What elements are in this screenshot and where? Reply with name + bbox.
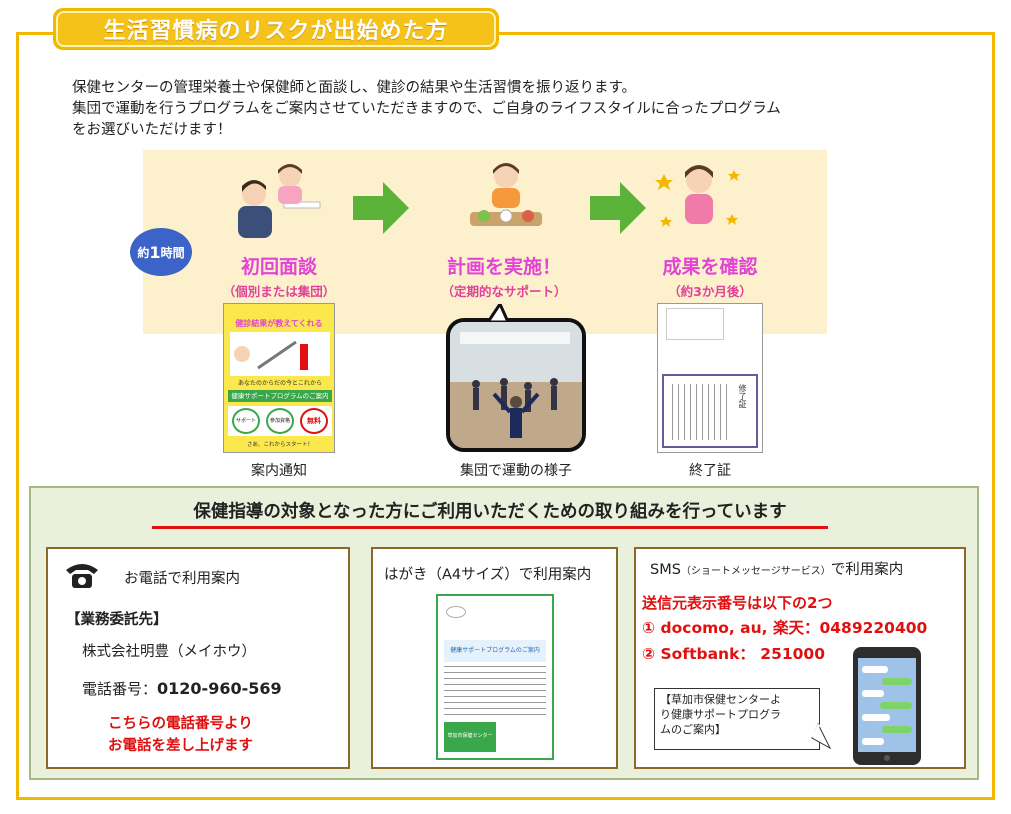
phone-number-label: 電話番号： (82, 680, 158, 698)
contractor-label: 【業務委託先】 (66, 612, 168, 628)
step-initial-interview: 初回面談 （個別または集団） (222, 256, 336, 299)
certificate-envelope-window (666, 308, 724, 340)
flow-arrow-icon (353, 182, 409, 234)
phone-note-1: こちらの電話番号より (108, 716, 253, 732)
section-frame (16, 32, 995, 800)
sms-title-main: SMS (650, 562, 681, 578)
postcard-stamp (446, 606, 466, 618)
notice-pill-row: サポート 参加資格 無料 (228, 406, 332, 436)
postcard-thumbnail: 健康サポートプログラムのご案内 草加市保健センター (436, 594, 554, 760)
phone-title: お電話で利用案内 (124, 571, 240, 587)
consultation-illustration (238, 164, 321, 238)
intro-text: 保健センターの管理栄養士や保健師と面談し、健診の結果や生活習慣を振り返ります。 … (72, 78, 932, 141)
caption-notice: 案内通知 (251, 463, 307, 479)
phone-number-row: 電話番号：0120-960-569 (82, 678, 282, 699)
sms-message-bubble: 【草加市保健センターよ り健康サポートプログラ ムのご案内】 (654, 688, 820, 750)
caption-exercise: 集団で運動の様子 (460, 463, 572, 479)
sms-title-small: （ショートメッセージサービス） (680, 566, 831, 577)
certificate-body-text (672, 384, 732, 440)
step-execute-plan: 計画を実施！ （定期的なサポート） (441, 256, 567, 299)
postcard-heading: 健康サポートプログラムのご案内 (444, 640, 546, 662)
speech-tail-icon (486, 304, 510, 322)
postcard-footer: 草加市保健センター (444, 722, 496, 752)
section-title: 生活習慣病のリスクが出始めた方 (56, 11, 496, 47)
headline-underline (152, 526, 828, 529)
telephone-icon (66, 564, 98, 588)
postcard-title: はがき（A4サイズ）で利用案内 (384, 567, 592, 583)
intro-line-1: 保健センターの管理栄養士や保健師と面談し、健診の結果や生活習慣を振り返ります。 (72, 80, 637, 96)
notice-subline: あなたのからだの今とこれから (237, 380, 322, 387)
notice-document-thumbnail: 健診結果が教えてくれる あなたのからだの今とこれから 健康サポートプログラムのご… (223, 303, 335, 453)
notice-footer: さあ、これからスタート！ (246, 442, 313, 448)
certificate-thumbnail: 修了証 (657, 303, 763, 453)
sms-sender-line-1: ① docomo, au, 楽天：0489220400 (642, 619, 928, 637)
certificate-border: 修了証 (662, 374, 758, 448)
notice-pill: 参加資格 (266, 408, 294, 434)
step-confirm-results: 成果を確認 （約3か月後） (662, 256, 758, 299)
sms-sender-line-2: ② Softbank： 251000 (642, 645, 825, 663)
sms-title-end: で利用案内 (830, 562, 904, 578)
postcard-body-text (444, 666, 546, 716)
phone-number: 0120-960-569 (157, 679, 282, 698)
outreach-headline: 保健指導の対象となった方にご利用いただくための取り組みを行っています (193, 502, 787, 522)
phone-note-2: お電話を差し上げます (108, 738, 253, 754)
contractor-company: 株式会社明豊（メイホウ） (82, 644, 256, 660)
sms-sender-label: 送信元表示番号は以下の2つ (642, 594, 833, 612)
intro-line-2: 集団で運動を行うプログラムをご案内させていただきますので、ご自身のライフスタイル… (72, 101, 781, 117)
phone-guidance-panel (46, 547, 350, 769)
notice-free-pill: 無料 (300, 408, 328, 434)
section-title-tab: 生活習慣病のリスクが出始めた方 (53, 8, 499, 50)
bubble-tail-icon (811, 722, 832, 750)
flow-arrow-icon (590, 182, 646, 234)
notice-pill: サポート (232, 408, 260, 434)
notice-heading: 健診結果が教えてくれる (235, 319, 323, 328)
exercise-photo (446, 318, 586, 452)
smartphone-icon (853, 647, 921, 765)
notice-chart-icon (230, 332, 330, 376)
caption-certificate: 終了証 (689, 463, 731, 479)
sms-title: SMS（ショートメッセージサービス）で利用案内 (650, 558, 903, 579)
group-exercise-image (450, 322, 582, 448)
celebration-illustration (655, 165, 740, 227)
certificate-label: 修了証 (738, 384, 747, 408)
intro-line-3: をお選びいただけます！ (72, 122, 232, 138)
meal-illustration (470, 163, 542, 226)
notice-banner: 健康サポートプログラムのご案内 (228, 390, 332, 402)
